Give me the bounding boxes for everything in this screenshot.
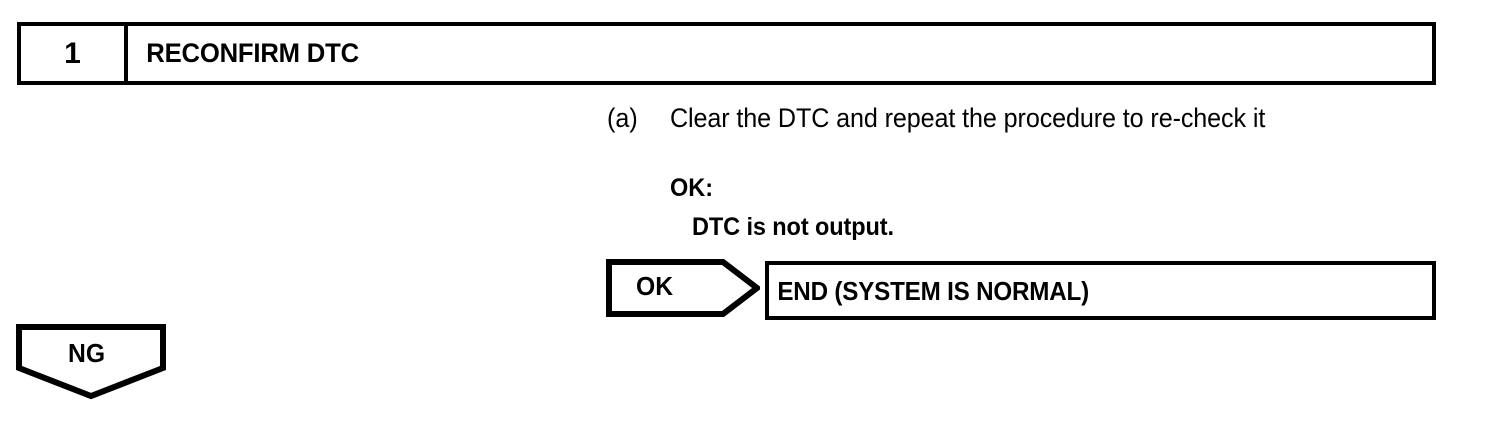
end-terminal-text: END (SYSTEM IS NORMAL) [777,275,1089,306]
instruction-row: (a) Clear the DTC and repeat the procedu… [607,105,1310,132]
ng-arrow-pentagon-icon [16,324,166,400]
ok-branch-arrow: OK [606,259,760,317]
instruction-text: Clear the DTC and repeat the procedure t… [670,103,1266,133]
step-title-cell: RECONFIRM DTC [132,26,1432,81]
ok-branch-label: OK [636,271,674,301]
ng-branch-label: NG [68,338,106,368]
step-title: RECONFIRM DTC [146,38,359,68]
step-header-box: 1 RECONFIRM DTC [17,22,1436,85]
end-terminal-box: END (SYSTEM IS NORMAL) [765,261,1436,320]
result-ok-label: OK: [670,174,714,202]
step-number-cell: 1 [21,26,128,81]
ok-arrow-pentagon-icon [606,259,760,317]
result-ok-detail: DTC is not output. [692,213,894,241]
step-number: 1 [64,36,81,70]
instruction-marker: (a) [607,103,638,133]
ng-branch-arrow: NG [16,324,166,400]
